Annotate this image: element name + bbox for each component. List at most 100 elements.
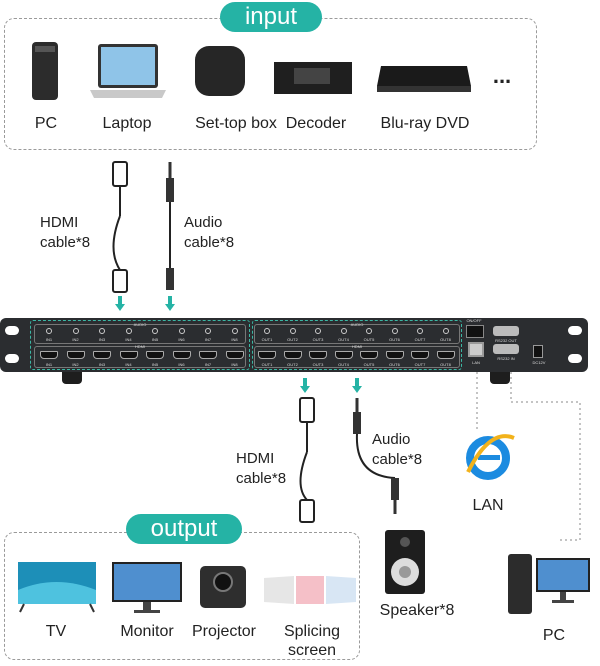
output-label-monitor: Monitor — [120, 623, 174, 640]
power-switch[interactable] — [466, 325, 484, 338]
hdmi-input-port[interactable] — [40, 351, 58, 359]
hdmi-input-port[interactable] — [66, 351, 85, 359]
rs232-out-port[interactable] — [493, 326, 519, 336]
label-line: HDMI — [236, 450, 275, 467]
audio-output-jack[interactable] — [391, 328, 398, 334]
audio-output-label: OUT2 — [287, 337, 298, 342]
label-line: Splicing — [283, 623, 341, 640]
audio-output-jack[interactable] — [340, 328, 347, 334]
audio-cable-icon — [166, 162, 174, 290]
hdmi-input-label: IN4 — [125, 362, 132, 367]
internet-explorer-icon — [466, 434, 515, 480]
label-line: Audio — [184, 214, 223, 231]
desktop-pc-icon — [508, 554, 590, 614]
hdmi-label: HDMI — [351, 344, 363, 349]
hdmi-output-port[interactable] — [258, 351, 276, 359]
hdmi-output-label: OUT4 — [338, 362, 349, 367]
hdmi-input-port[interactable] — [199, 351, 217, 359]
hdmi-input-label: IN5 — [151, 362, 159, 367]
hdmi-input-port[interactable] — [93, 351, 111, 359]
hdmi-output-label: OUT7 — [414, 362, 426, 367]
input-label-pc: PC — [34, 115, 58, 132]
rs232-in-port[interactable] — [493, 344, 519, 354]
audio-input-jack[interactable] — [152, 328, 158, 334]
audio-input-label: IN7 — [204, 337, 212, 342]
audio-input-jack[interactable] — [125, 328, 132, 334]
output-title: output — [126, 514, 242, 544]
label-line: cable*8 — [40, 234, 91, 251]
hdmi-input-label: IN7 — [204, 362, 212, 367]
audio-output-label: OUT1 — [261, 337, 273, 342]
audio-output-jack[interactable] — [366, 328, 372, 334]
hdmi-output-port[interactable] — [360, 351, 378, 359]
input-audio-panel — [34, 324, 246, 344]
audio-output-jack[interactable] — [264, 328, 270, 334]
rs232-out-label: RS232 OUT — [495, 338, 517, 343]
hdmi-output-label: OUT1 — [261, 362, 273, 367]
hdmi-input-port[interactable] — [225, 351, 244, 359]
projector-icon — [200, 566, 246, 608]
hdmi-input-port[interactable] — [146, 351, 164, 359]
audio-cable-icon — [353, 398, 399, 514]
input-hdmi-panel — [34, 346, 246, 368]
hdmi-cable-icon — [299, 397, 315, 523]
audio-output-label: OUT5 — [363, 337, 375, 342]
dc-power-port[interactable] — [533, 345, 543, 358]
hdmi-output-label: OUT3 — [312, 362, 324, 367]
lan-label: LAN — [472, 497, 504, 514]
audio-input-jack[interactable] — [231, 328, 238, 334]
hdmi-output-port[interactable] — [334, 351, 353, 359]
output-label-projector: Projector — [191, 623, 257, 640]
audio-output-jack[interactable] — [417, 328, 423, 334]
arrow-down-icon — [115, 296, 125, 311]
audio-output-jack[interactable] — [289, 328, 296, 334]
audio-input-jack[interactable] — [99, 328, 105, 334]
pc-label: PC — [542, 627, 566, 644]
input-label-decoder: Decoder — [285, 115, 347, 132]
audio-input-label: IN4 — [125, 337, 132, 342]
hdmi-input-label: IN3 — [98, 362, 106, 367]
rack-ear-hole — [5, 354, 19, 363]
hdmi-output-port[interactable] — [309, 351, 327, 359]
laptop-icon — [90, 44, 166, 98]
hdmi-output-port[interactable] — [436, 351, 455, 359]
audio-input-jack[interactable] — [178, 328, 185, 334]
audio-output-jack[interactable] — [442, 328, 449, 334]
label-line: cable*8 — [184, 234, 235, 251]
hdmi-input-port[interactable] — [172, 351, 191, 359]
audio-input-jack[interactable] — [72, 328, 79, 334]
hdmi-input-label: IN2 — [72, 362, 79, 367]
arrow-down-icon — [352, 378, 362, 393]
rs232-in-label: RS232 IN — [497, 356, 515, 361]
audio-output-jack[interactable] — [315, 328, 321, 334]
label-line: HDMI — [40, 214, 79, 231]
label-line: cable*8 — [236, 470, 287, 487]
hdmi-input-label: IN8 — [231, 362, 238, 367]
lan-port[interactable] — [468, 342, 484, 357]
input-label-bluray: Blu-ray DVD — [380, 115, 470, 132]
input-label-settop: Set-top box — [195, 115, 277, 132]
hdmi-input-port[interactable] — [119, 351, 138, 359]
audio-label: AUDIO — [350, 322, 364, 327]
input-ports-group — [30, 320, 250, 370]
hdmi-output-label: OUT8 — [440, 362, 451, 367]
hdmi-cable-icon — [112, 161, 128, 293]
set-top-box-icon — [195, 46, 245, 96]
pc-tower-icon — [32, 42, 58, 100]
hdmi-output-port[interactable] — [385, 351, 404, 359]
output-ports-group — [252, 320, 462, 370]
hdmi-output-port[interactable] — [411, 351, 429, 359]
hdmi-output-port[interactable] — [283, 351, 302, 359]
output-label-tv: TV — [45, 623, 67, 640]
audio-output-label: OUT4 — [338, 337, 349, 342]
audio-input-jack[interactable] — [46, 328, 52, 334]
output-hdmi-panel — [254, 346, 460, 368]
speaker-icon — [385, 530, 425, 594]
audio-input-jack[interactable] — [205, 328, 211, 334]
rack-ear-hole — [5, 326, 19, 335]
video-wall-icon — [264, 576, 356, 604]
